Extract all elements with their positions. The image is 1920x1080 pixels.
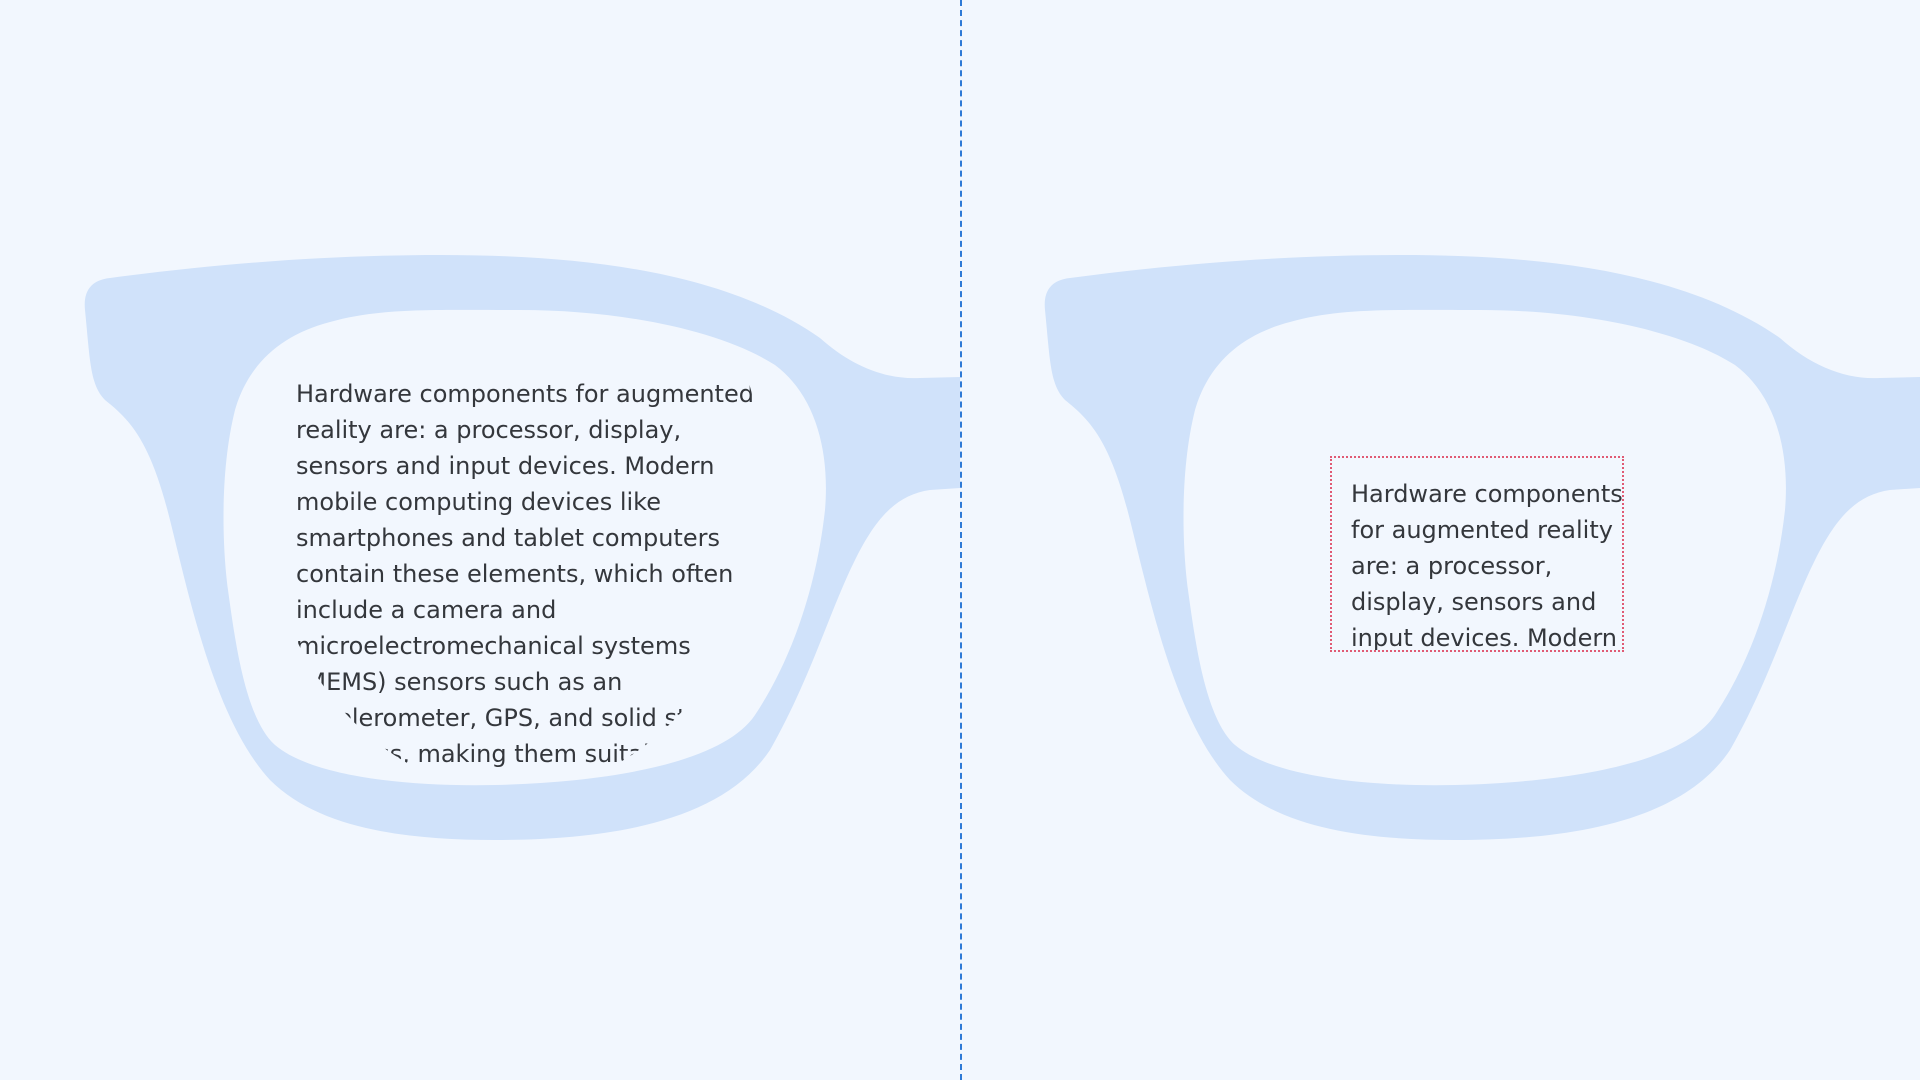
right-ar-text: Hardware components for augmented realit… (1351, 480, 1623, 652)
left-glasses-frame-icon (84, 255, 960, 840)
right-view (962, 0, 1920, 1080)
right-glasses-frame-icon (1044, 255, 1920, 840)
left-view: Hardware components for augmented realit… (84, 255, 960, 840)
left-ar-text: Hardware components for augmented realit… (296, 380, 754, 768)
right-focus-text-box: Hardware components for augmented realit… (1330, 456, 1624, 652)
left-lens-text-region: Hardware components for augmented realit… (296, 376, 764, 768)
split-divider (960, 0, 962, 1080)
